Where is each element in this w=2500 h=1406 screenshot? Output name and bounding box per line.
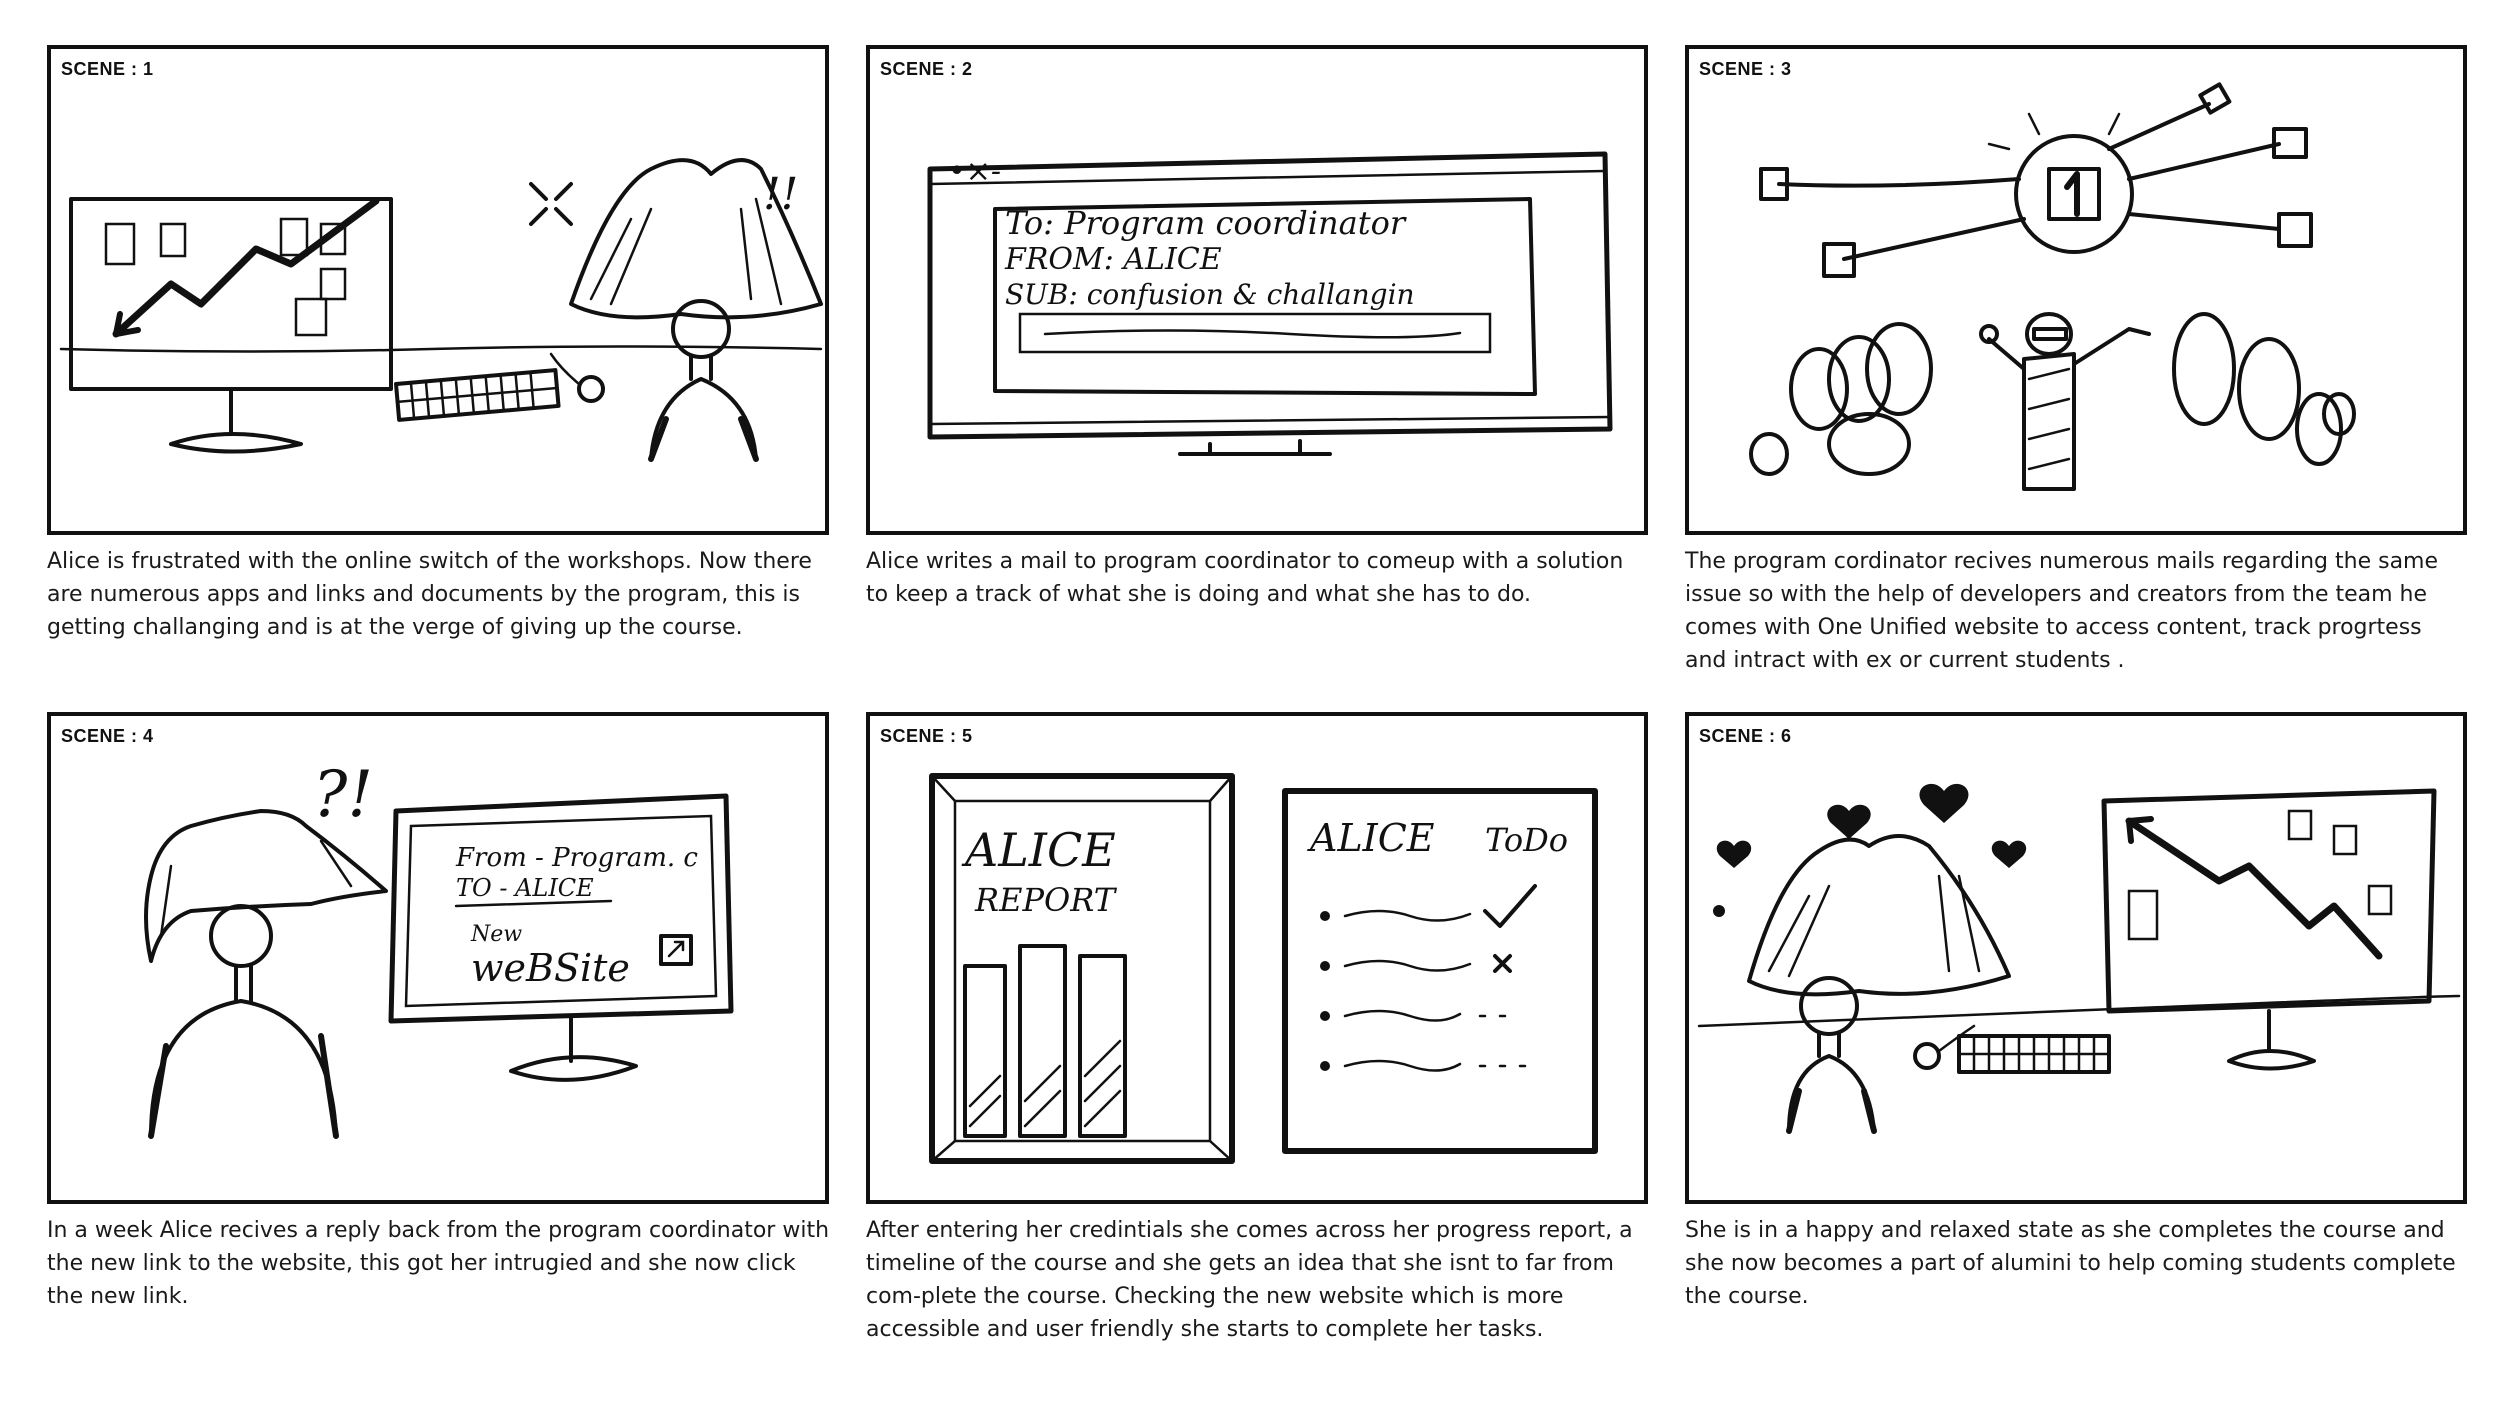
scene-4-caption: In a week Alice recives a reply back fro… [47,1218,830,1309]
scene-1-caption: Alice is frustrated with the online swit… [47,549,812,640]
coordinator-figure [1979,312,2151,491]
email-to-line: To: Program coordinator [1005,204,1407,242]
trend-arrow-icon [2125,817,2383,960]
scene-4-sketch: ?! From - Program. c TO - ALICE New weBS… [144,758,734,1139]
todo-list [1320,884,1537,1072]
alice-happy-figure [1747,834,2011,1134]
alice-curious-figure [144,809,388,1139]
scene-5-caption: After entering her credintials she comes… [866,1218,1633,1342]
node-icon [2272,127,2308,159]
audience-figures [1749,312,2356,476]
heart-icon [1716,840,1752,868]
reply-new-word: New [470,922,522,947]
scene-3-frame: SCENE : 3 [1685,45,2467,535]
keyboard-icon [1957,1034,2111,1074]
mouse-icon [577,375,605,403]
link-open-icon [659,934,693,966]
progress-report-panel [929,773,1235,1164]
unified-website-hub [2014,134,2134,254]
scene-6-label: SCENE : 6 [1699,726,1792,746]
mouse-icon [1913,1042,1941,1070]
heart-icon [1827,804,1871,839]
scene-5-frame: SCENE : 5 ALICE REPORT ALICE ToDo [866,712,1648,1204]
todo-title: ToDo [1485,821,1568,859]
checkmark-icon [1483,884,1537,928]
anger-mark-icon [529,182,573,226]
scene-3-sketch [1749,82,2356,491]
website-link[interactable]: weBSite [471,946,630,990]
scene-4-question-mark: ?! [313,758,373,832]
email-from-line: FROM: ALICE [1004,242,1222,277]
scene-3-caption: The program cordinator recives numerous … [1685,549,2439,673]
reply-to-line: TO - ALICE [456,874,594,902]
scene-6-sketch [1697,783,2461,1134]
monitor-icon [388,793,734,1024]
window-controls: •×- [948,154,1001,189]
scene-1: SCENE : 1 [47,45,829,644]
cross-icon [1493,954,1512,973]
scene-4-frame: SCENE : 4 ?! From - Program. c TO - ALIC… [47,712,829,1204]
scene-6-frame: SCENE : 6 [1685,712,2467,1204]
scene-3: SCENE : 3 [1685,45,2467,677]
scene-2: SCENE : 2 •×- To: Program coordinator FR… [866,45,1648,611]
heart-icon [1919,783,1969,823]
scene-4: SCENE : 4 ?! From - Program. c TO - ALIC… [47,712,829,1313]
keyboard-icon [394,368,561,422]
scene-5-label: SCENE : 5 [880,726,973,746]
scene-2-caption: Alice writes a mail to program coordinat… [866,549,1624,607]
todo-name: ALICE [1307,816,1435,860]
scene-5: SCENE : 5 ALICE REPORT ALICE ToDo [866,712,1648,1346]
trend-arrow-icon [112,197,380,338]
scene-1-frame: SCENE : 1 [47,45,829,535]
scene-1-exclaim: !! [763,169,798,220]
todo-panel [1282,788,1598,1154]
report-name: ALICE [961,823,1116,877]
scene-3-label: SCENE : 3 [1699,59,1792,79]
scene-1-label: SCENE : 1 [61,59,154,79]
scene-5-sketch: ALICE REPORT ALICE ToDo [929,773,1598,1164]
scene-6-caption: She is in a happy and relaxed state as s… [1685,1218,2456,1309]
scene-2-frame: SCENE : 2 •×- To: Program coordinator FR… [866,45,1648,535]
node-icon [1759,167,1789,201]
scene-1-sketch: !! [59,158,823,462]
email-subject-line: SUB: confusion & challangin [1005,278,1415,311]
monitor-icon [2101,788,2437,1014]
reply-from-line: From - Program. c [455,843,698,873]
alice-frustrated-figure [569,158,823,462]
scene-2-label: SCENE : 2 [880,59,973,79]
node-icon [2198,82,2232,115]
node-icon [1822,242,1856,278]
scene-4-label: SCENE : 4 [61,726,154,746]
progress-bars [963,944,1127,1138]
report-title: REPORT [974,881,1118,919]
scene-6: SCENE : 6 [1685,712,2467,1313]
heart-icon [1991,840,2027,868]
scene-2-sketch: •×- To: Program coordinator FROM: ALICE … [927,151,1613,456]
monitor-icon [927,151,1613,440]
node-icon [2277,212,2313,248]
